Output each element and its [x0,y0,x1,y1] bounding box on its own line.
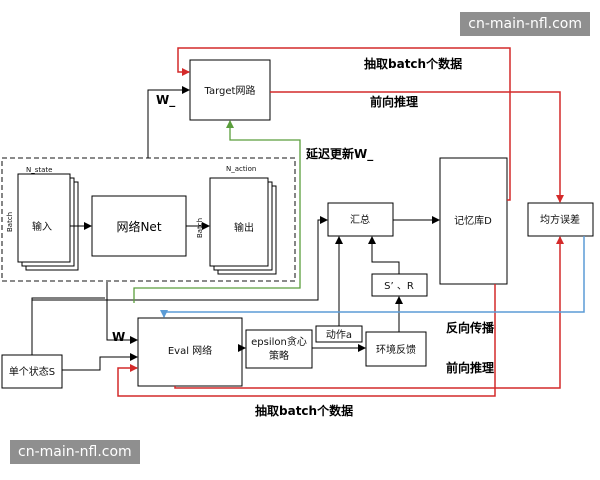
output-layer [209,177,277,275]
watermark-top: cn-main-nfl.com [460,12,590,36]
target-network-label: Target网路 [204,84,256,97]
state-to-summary-arrow [31,216,328,301]
state-to-eval-arrow [62,353,138,371]
memory-box [439,157,508,285]
eval-network-label: Eval 网络 [168,344,212,357]
backprop-arrow [160,236,585,318]
env-feedback-label: 环境反馈 [376,343,416,356]
network-net-label: 网络Net [116,219,161,234]
sr-to-summary-arrow [368,236,400,274]
single-state-box [1,354,63,389]
sample-batch-bottom-arrow [117,284,496,397]
w-label: W [112,330,125,344]
backprop-label: 反向传播 [446,320,495,335]
summary-box [327,202,394,237]
s-prime-r-label: S’ 、R [384,281,414,292]
output-batch-label: Batch [196,218,204,238]
n-action-label: N_action [226,165,256,173]
eval-network-box [137,317,243,387]
watermark-bottom: cn-main-nfl.com [10,440,140,464]
memory-label: 记忆库D [454,214,492,227]
action-label: 动作a [326,329,352,341]
summary-label: 汇总 [350,213,370,226]
mse-label: 均方误差 [540,213,580,226]
w-underscore-arrow [147,86,190,158]
w-underscore-label: W_ [156,93,175,108]
forward-top-label: 前向推理 [370,94,418,109]
delay-update-label: 延迟更新W_ [305,146,373,162]
input-layer [17,173,79,271]
sample-batch-bottom-label: 抽取batch个数据 [255,403,353,418]
sample-batch-top-label: 抽取batch个数据 [364,56,462,71]
forward-top-arrow [270,91,564,203]
w-arrow [106,282,138,344]
state-to-block-line [31,297,105,355]
single-state-label: 单个状态S [9,365,55,378]
output-label: 输出 [234,221,254,234]
network-net-box [91,195,187,257]
epsilon-policy-box [245,329,313,369]
input-label: 输入 [32,220,52,233]
epsilon-label-line2: 策略 [269,349,289,362]
mse-box [527,202,594,237]
input-batch-label: Batch [6,212,14,232]
delay-update-arrow [133,120,301,303]
forward-bottom-label: 前向推理 [446,360,494,375]
n-state-label: N_state [26,166,52,174]
sample-batch-top-arrow [177,47,511,201]
env-feedback-box [365,331,427,367]
epsilon-label-line1: epsilon贪心 [251,335,307,348]
